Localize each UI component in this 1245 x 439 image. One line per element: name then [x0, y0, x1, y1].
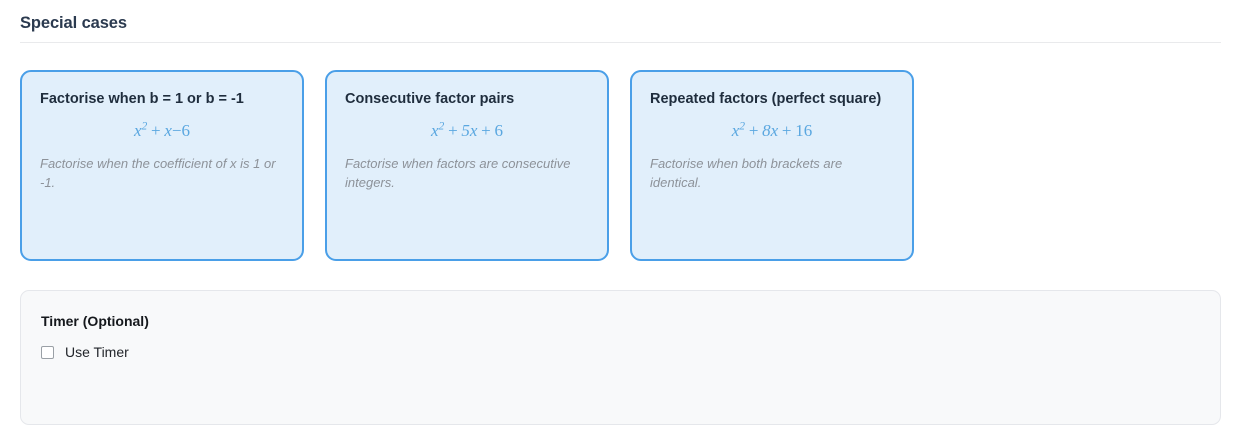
case-card-formula: x2+5x+6 [345, 118, 589, 144]
case-card-description: Factorise when both brackets are identic… [650, 156, 843, 190]
page-title: Special cases [20, 14, 127, 32]
case-card-title: Repeated factors (perfect square) [650, 91, 882, 107]
special-case-card[interactable]: Consecutive factor pairs x2+5x+6 Factori… [325, 70, 609, 261]
formula-term-2: x [164, 121, 172, 140]
special-case-card[interactable]: Factorise when b = 1 or b = -1 x2+x−6 Fa… [20, 70, 304, 261]
formula-operator-1: + [151, 121, 161, 140]
formula-term-3: 6 [181, 121, 191, 140]
formula-term-3: 6 [494, 121, 504, 140]
use-timer-row[interactable]: Use Timer [41, 342, 1200, 362]
timer-panel: Timer (Optional) Use Timer [20, 290, 1221, 425]
case-card-description: Factorise when the coefficient of x is 1… [40, 156, 276, 190]
timer-section-title: Timer (Optional) [41, 313, 149, 329]
case-card-description: Factorise when factors are consecutive i… [345, 156, 571, 190]
use-timer-checkbox[interactable] [41, 345, 54, 359]
formula-operator-1: + [448, 121, 458, 140]
formula-exponent: 2 [438, 119, 445, 133]
formula-base: x [431, 121, 439, 140]
special-case-card[interactable]: Repeated factors (perfect square) x2+8x+… [630, 70, 914, 261]
formula-term-2: 5x [461, 121, 478, 140]
formula-operator-2: + [781, 121, 792, 140]
formula-term-3: 16 [795, 121, 813, 140]
use-timer-label: Use Timer [65, 344, 129, 360]
special-cases-card-grid: Factorise when b = 1 or b = -1 x2+x−6 Fa… [20, 70, 914, 261]
formula-term-2: 8x [762, 121, 779, 140]
formula-base: x [731, 121, 740, 140]
case-card-title: Factorise when b = 1 or b = -1 [40, 91, 244, 107]
formula-operator-2: + [481, 121, 491, 140]
formula-base: x [133, 121, 142, 140]
formula-exponent: 2 [141, 119, 148, 133]
case-card-title: Consecutive factor pairs [345, 91, 515, 107]
case-card-formula: x2+x−6 [40, 118, 284, 144]
formula-operator-2: − [171, 121, 182, 140]
formula-exponent: 2 [739, 119, 746, 133]
section-divider [20, 42, 1221, 43]
formula-operator-1: + [748, 121, 759, 140]
case-card-formula: x2+8x+16 [650, 118, 894, 144]
